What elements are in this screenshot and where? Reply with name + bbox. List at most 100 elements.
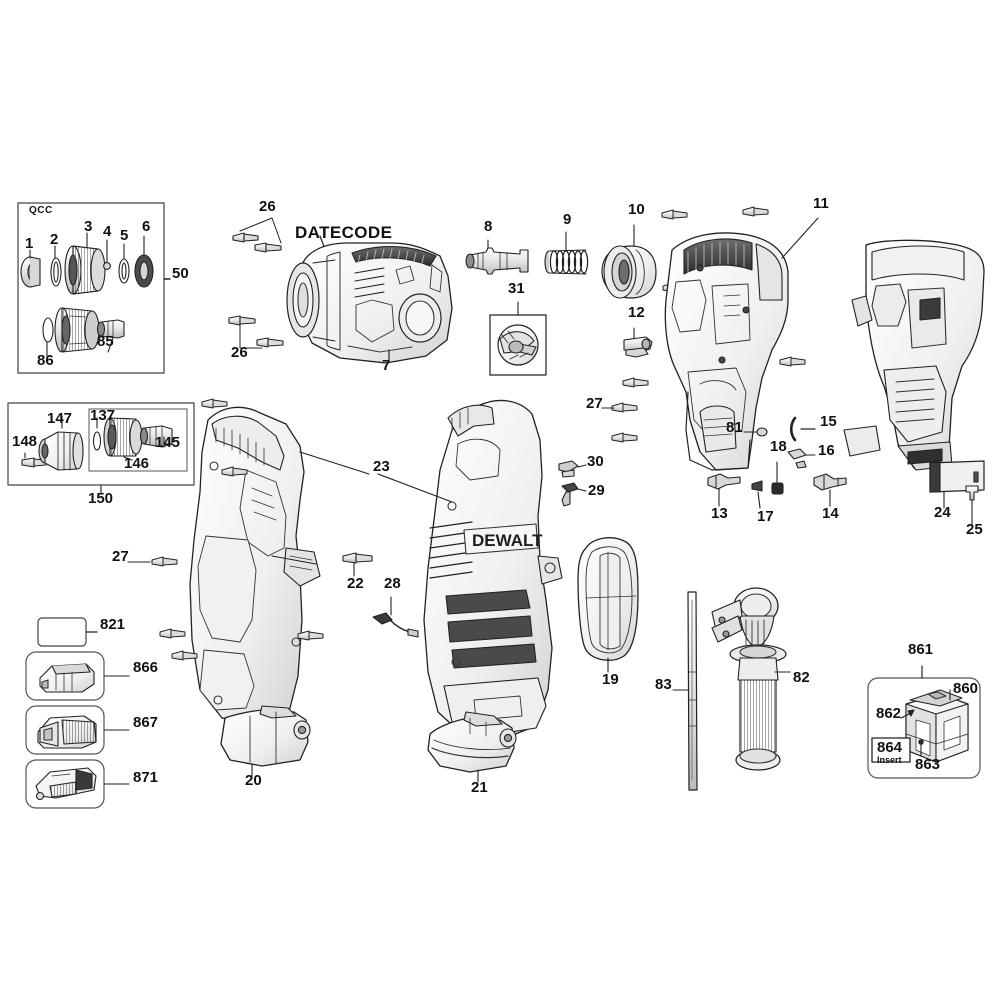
part-label-83: 83: [655, 676, 672, 693]
part-label-18: 18: [770, 438, 787, 455]
part-label-861: 861: [908, 641, 934, 658]
part-30: [558, 460, 587, 478]
insert-label: Insert: [877, 755, 902, 765]
part-label-7: 7: [382, 357, 391, 374]
part-147: [38, 415, 84, 471]
part-label-13: 13: [711, 505, 728, 522]
part-chuck-lower: [54, 307, 100, 353]
part-4: [103, 239, 111, 270]
part-2: [50, 245, 62, 287]
screws-26-lower: [228, 315, 284, 349]
part-7-gear-housing: [228, 217, 453, 364]
part-label-146: 146: [124, 455, 150, 472]
part-85: [96, 319, 125, 353]
part-19: [577, 537, 639, 673]
part-17: [751, 480, 763, 509]
part-866: [39, 663, 95, 693]
part-label-2: 2: [50, 231, 59, 248]
part-3: [64, 232, 106, 295]
part-label-864: 864: [877, 739, 903, 756]
part-label-3: 3: [84, 218, 93, 235]
part-label-145: 145: [155, 434, 181, 451]
part-label-85: 85: [97, 333, 114, 350]
part-label-16: 16: [818, 442, 835, 459]
part-137: [92, 417, 102, 451]
datecode-label: DATECODE: [295, 223, 393, 242]
part-83: [672, 591, 698, 791]
part-label-17: 17: [757, 508, 774, 525]
part-label-28: 28: [384, 575, 401, 592]
part-label-9: 9: [563, 211, 572, 228]
part-146: [103, 417, 143, 461]
part-label-24: 24: [934, 504, 951, 521]
part-label-147: 147: [47, 410, 73, 427]
part-label-31: 31: [508, 280, 525, 297]
part-31-detail-box: [489, 301, 547, 376]
part-label-50: 50: [172, 265, 189, 282]
part-label-148: 148: [12, 433, 38, 450]
part-label-21: 21: [471, 779, 488, 796]
part-5: [118, 243, 130, 284]
part-20: [220, 705, 311, 777]
part-label-862: 862: [876, 705, 902, 722]
part-82: [711, 587, 791, 771]
part-15: [789, 416, 816, 442]
group-box-keyless-chuck: [7, 402, 195, 495]
brand-logo-text: DEWALT: [472, 531, 543, 550]
part-13: [707, 473, 741, 507]
part-22: [342, 552, 373, 577]
part-11-housing-half-right: [843, 239, 985, 471]
part-label-26-lower: 26: [231, 344, 248, 361]
part-label-25: 25: [966, 521, 983, 538]
screws-26-upper: [232, 217, 282, 253]
part-label-30: 30: [587, 453, 604, 470]
part-label-27-right: 27: [586, 395, 603, 412]
screws-27-left: [127, 398, 324, 661]
part-14: [813, 473, 847, 507]
qcc-label: QCC: [29, 205, 53, 216]
part-label-86: 86: [37, 352, 54, 369]
part-label-19: 19: [602, 671, 619, 688]
part-867: [37, 715, 97, 749]
part-label-29: 29: [588, 482, 605, 499]
part-label-8: 8: [484, 218, 493, 235]
part-9-spring: [544, 231, 589, 275]
part-86: [42, 317, 54, 357]
part-label-82: 82: [793, 669, 810, 686]
part-label-10: 10: [628, 201, 645, 218]
part-label-866: 866: [133, 659, 159, 676]
part-6: [134, 235, 154, 288]
part-11-housing-half-left: [664, 217, 819, 471]
part-23-housing-right-dewalt: DEWALT: [377, 399, 563, 741]
group-box-chuck-assembly: [17, 202, 171, 374]
part-145: [139, 425, 173, 448]
part-860: [905, 689, 969, 763]
part-label-821: 821: [100, 616, 126, 633]
part-10-seal: [601, 224, 657, 299]
part-label-23: 23: [373, 458, 390, 475]
part-21: [427, 711, 517, 783]
part-label-4: 4: [103, 223, 112, 240]
part-label-1: 1: [25, 235, 34, 252]
part-25: [965, 485, 979, 525]
part-871: [35, 767, 97, 801]
part-28: [372, 596, 419, 638]
part-16: [787, 448, 816, 469]
part-label-5: 5: [120, 227, 129, 244]
part-label-27-left: 27: [112, 548, 129, 565]
small-parts-right: [707, 416, 985, 525]
part-label-6: 6: [142, 218, 151, 235]
group-accessories-left: [25, 617, 130, 809]
part-label-137: 137: [90, 407, 116, 424]
part-label-81: 81: [726, 419, 743, 436]
part-label-867: 867: [133, 714, 159, 731]
part-12: [623, 327, 653, 358]
part-81: [743, 427, 768, 437]
part-label-860: 860: [953, 680, 979, 697]
part-label-15: 15: [820, 413, 837, 430]
part-1: [20, 249, 41, 288]
part-label-20: 20: [245, 772, 262, 789]
part-23-housing-left: [189, 406, 370, 727]
part-29: [561, 482, 587, 507]
